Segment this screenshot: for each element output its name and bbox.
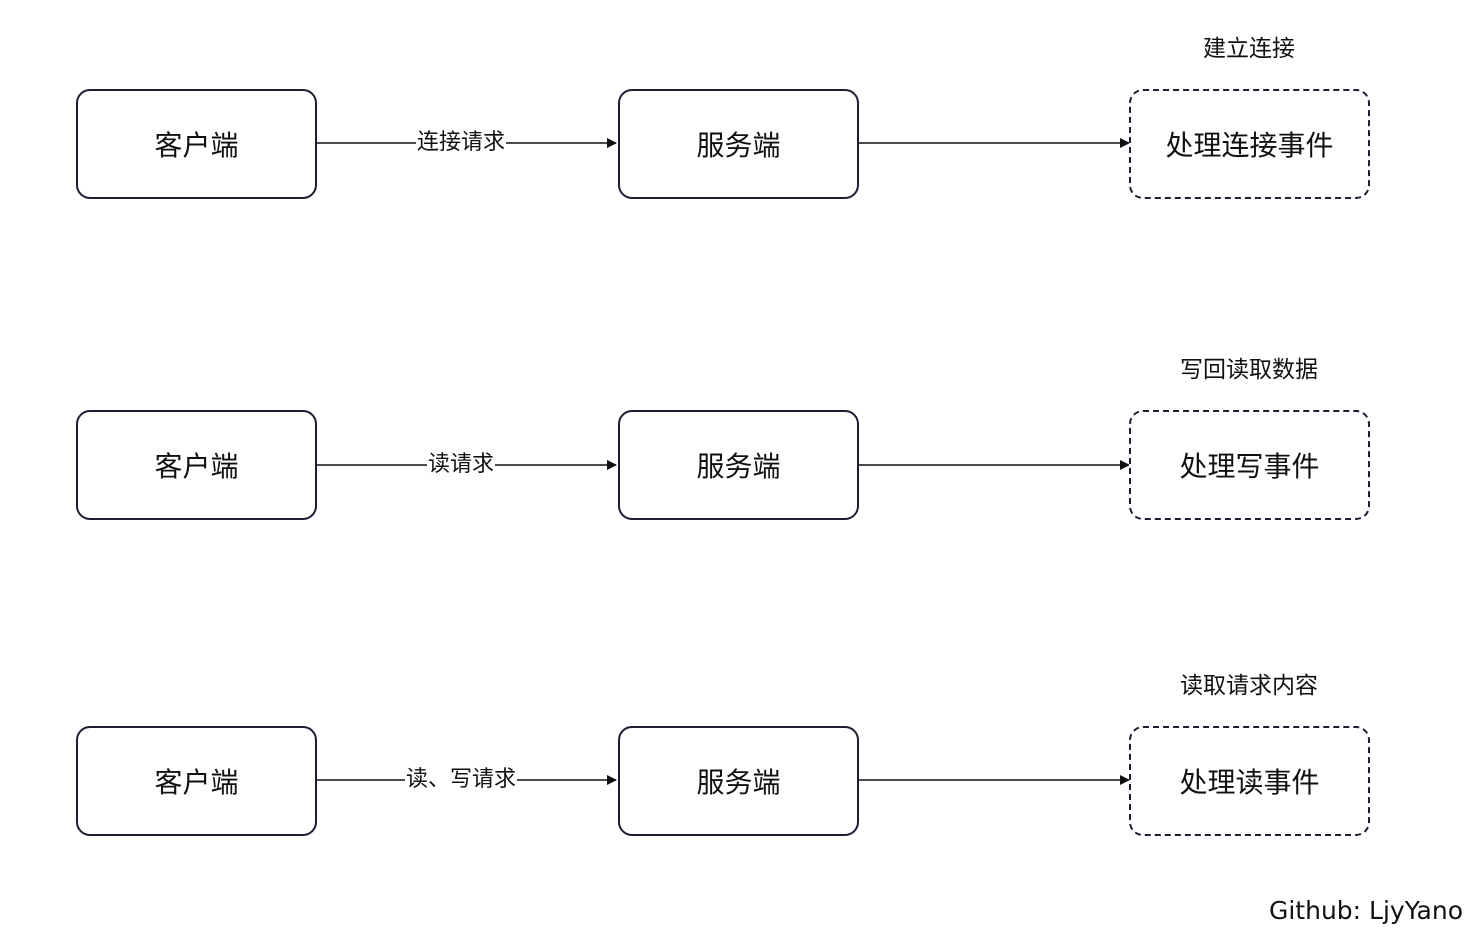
event-node-row-2: 处理写事件 — [1129, 410, 1370, 520]
event-caption-row-2: 写回读取数据 — [1180, 357, 1318, 383]
request-label-row-1: 连接请求 — [415, 130, 507, 155]
client-node-row-1: 客户端 — [76, 89, 317, 199]
client-node-row-2: 客户端 — [76, 410, 317, 520]
event-node-row-1: 处理连接事件 — [1129, 89, 1370, 199]
event-caption-row-1: 建立连接 — [1203, 36, 1295, 62]
credit-text: Github: LjyYano — [1268, 896, 1463, 925]
client-node-row-3: 客户端 — [76, 726, 317, 836]
server-node-row-2: 服务端 — [618, 410, 859, 520]
event-node-row-3: 处理读事件 — [1129, 726, 1370, 836]
request-label-row-3: 读、写请求 — [404, 767, 518, 792]
event-caption-row-3: 读取请求内容 — [1180, 673, 1318, 699]
server-node-row-3: 服务端 — [618, 726, 859, 836]
server-node-row-1: 服务端 — [618, 89, 859, 199]
request-label-row-2: 读请求 — [426, 452, 496, 477]
